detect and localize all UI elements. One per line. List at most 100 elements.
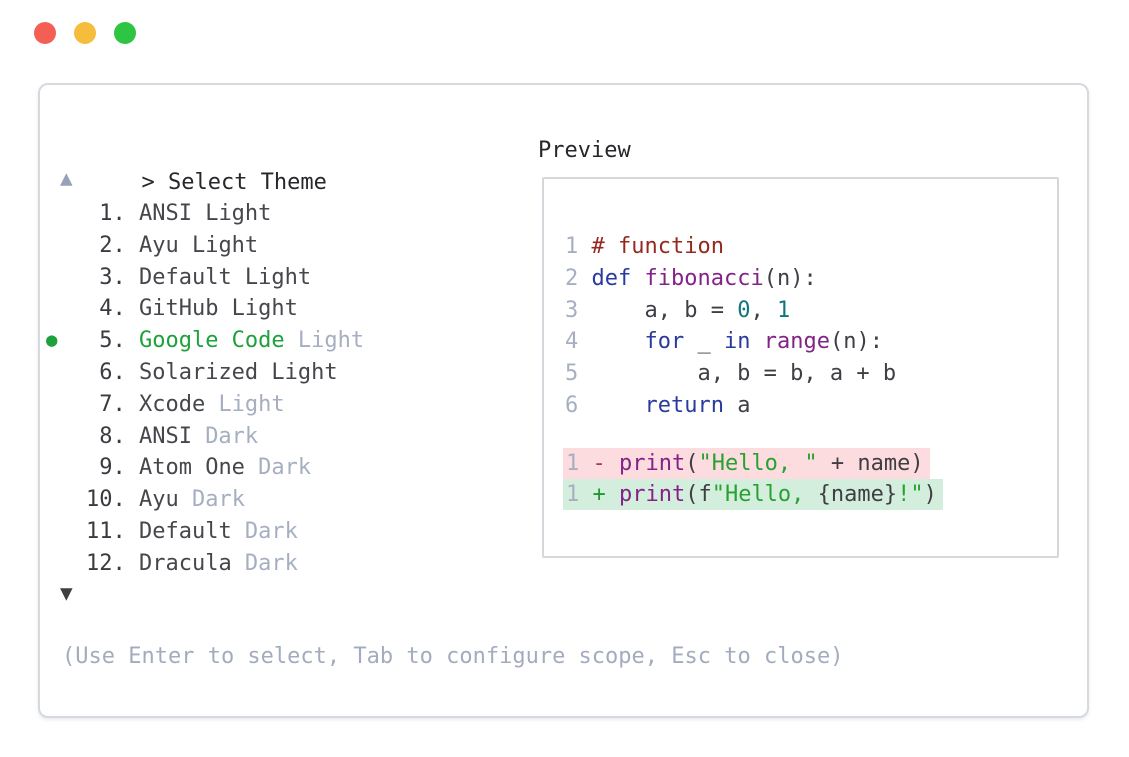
code-token: range [763, 329, 830, 355]
preview-label: Preview [538, 138, 631, 163]
theme-list-item-ansi-light[interactable]: 1.ANSI Light [86, 198, 364, 230]
item-number: 3. [99, 264, 126, 290]
code-token: "Hello, " [698, 451, 818, 476]
code-token: 1 [776, 297, 791, 323]
line-number: 1 [565, 234, 579, 259]
theme-list-item-atom-one-dark[interactable]: 9. Atom One Dark [86, 452, 364, 484]
code-token: _ [684, 329, 724, 355]
item-number: 8. [99, 423, 126, 449]
code-token: !" [897, 482, 924, 507]
item-name: Ayu Light [138, 232, 259, 258]
theme-list-item-ayu-light[interactable]: 2. Ayu Light [86, 230, 364, 262]
line-number: 2 [565, 265, 579, 291]
code-token: 0 [737, 297, 751, 323]
code-token: print [618, 482, 686, 507]
item-variant: Dark [244, 550, 298, 576]
item-name: Dracula [138, 550, 232, 576]
code-token: (f [685, 482, 712, 507]
item-name: Atom One [138, 455, 245, 481]
prompt: > Select Theme [62, 135, 327, 231]
item-number: 6. [99, 359, 126, 385]
item-name: Default Light [138, 264, 312, 290]
code-token: fibonacci [644, 265, 764, 291]
theme-list-item-xcode-light[interactable]: 7. Xcode Light [86, 389, 364, 421]
item-name: Default [138, 518, 232, 544]
item-number: 11. [86, 518, 126, 544]
item-name: Google Code [138, 328, 285, 354]
item-variant: Light [218, 391, 285, 417]
help-text: (Use Enter to select, Tab to configure s… [62, 644, 844, 669]
theme-list-item-ansi-dark[interactable]: 8. ANSI Dark [86, 421, 364, 453]
code-token: ) [923, 482, 937, 507]
selected-item-bullet-icon: ● [46, 329, 58, 351]
item-number: 2. [99, 232, 126, 258]
code-token: a, b = [591, 297, 738, 323]
code-token: a [723, 392, 751, 418]
page-title: Select Theme [167, 170, 327, 195]
code-token: in [723, 329, 751, 355]
theme-list-item-dracula-dark[interactable]: 12. Dracula Dark [86, 548, 364, 580]
zoom-window-button[interactable] [114, 22, 136, 44]
code-line: 4 for _ in range(n): [565, 326, 896, 358]
code-token: return [644, 392, 724, 418]
item-name: ANSI [138, 423, 192, 449]
line-number: 5 [565, 361, 579, 387]
code-token: (n): [763, 265, 817, 291]
diff-removed-line: 1-print("Hello, " + name) [563, 448, 930, 479]
scroll-down-icon[interactable]: ▼ [60, 581, 73, 605]
item-number: 10. [86, 487, 126, 513]
item-variant: Dark [258, 455, 312, 481]
theme-list: 1.ANSI Light 2.Ayu Light 3.Default Light… [86, 198, 364, 580]
code-token [591, 329, 644, 354]
code-token: a, b = b, a + b [591, 361, 897, 387]
theme-list-item-default-light[interactable]: 3. Default Light [86, 262, 364, 294]
code-token: + name) [817, 451, 924, 476]
code-token: ( [685, 451, 699, 476]
theme-list-item-ayu-dark[interactable]: 10. Ayu Dark [86, 484, 364, 516]
line-number: 3 [565, 297, 579, 323]
code-token: # function [591, 234, 724, 259]
item-variant: Dark [205, 423, 259, 449]
minimize-window-button[interactable] [74, 22, 96, 44]
line-number: 4 [565, 329, 579, 355]
item-number: 9. [99, 455, 126, 481]
prompt-caret-icon: > [141, 170, 155, 195]
theme-picker-window: >Select Theme ▲ 1.ANSI Light 2.Ayu Light… [38, 83, 1089, 718]
code-token: {name} [817, 482, 898, 507]
theme-list-item-github-light[interactable]: 4.GitHub Light [86, 293, 364, 325]
code-token: def [591, 265, 632, 291]
code-token: "Hello, [711, 482, 818, 507]
code-line: 3 a, b = 0, 1 [565, 295, 896, 327]
item-variant: Light [297, 328, 365, 354]
line-number: 6 [565, 392, 579, 418]
close-window-button[interactable] [34, 22, 56, 44]
diff-minus-icon: - [592, 451, 606, 476]
item-number: 4. [99, 296, 126, 322]
code-token: (n): [829, 329, 883, 355]
diff-added-line: 1 + print(f"Hello, {name}!") [563, 479, 943, 510]
diff-plus-icon: + [592, 482, 606, 507]
theme-list-item-solarized-light[interactable]: 6.Solarized Light [86, 357, 364, 389]
code-token: for [644, 329, 685, 355]
item-number: 1. [99, 201, 126, 226]
code-token: print [618, 451, 686, 476]
item-number: 7. [99, 391, 126, 417]
item-number: 12. [86, 550, 126, 576]
code-token [750, 329, 763, 354]
item-name: Xcode [138, 391, 206, 417]
code-token [591, 393, 644, 418]
code-line: 2 def fibonacci(n): [565, 263, 896, 295]
code-line: 1 # function [565, 231, 896, 263]
code-line: 6 return a [565, 390, 896, 422]
line-number: 1 [566, 451, 580, 476]
scroll-up-icon[interactable]: ▲ [60, 166, 73, 190]
code-token: , [750, 297, 777, 323]
line-number: 1 [566, 482, 580, 507]
item-name: Ayu [138, 487, 179, 513]
item-variant: Dark [191, 487, 245, 513]
